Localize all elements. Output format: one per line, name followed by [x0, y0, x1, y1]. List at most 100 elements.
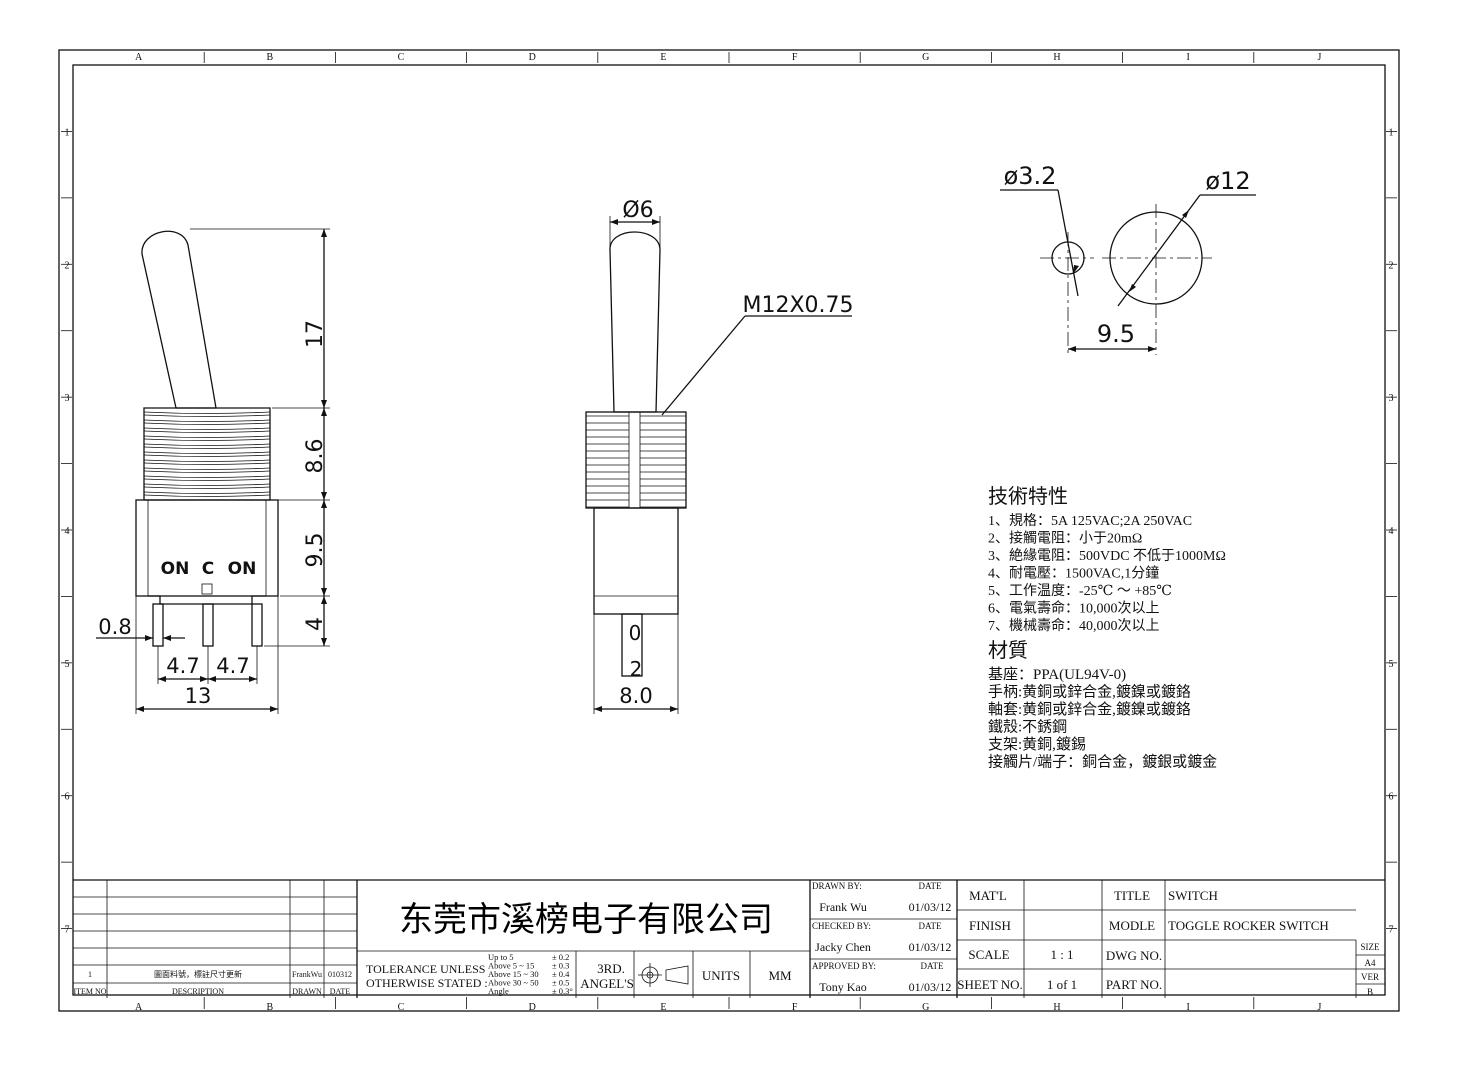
grid-col-i: I: [1187, 52, 1190, 63]
scale-label: SCALE: [968, 947, 1009, 962]
tolerance-value: ± 0.4: [552, 969, 570, 979]
material-item: 基座：PPA(UL94V-0): [988, 666, 1126, 683]
title-label: TITLE: [1114, 888, 1150, 903]
dim-0: 0: [629, 621, 642, 645]
grid-row-6: 6: [65, 792, 70, 803]
approved-date-label: DATE: [921, 961, 944, 971]
rev-item-no: 1: [88, 970, 92, 979]
matl-label: MAT'L: [969, 888, 1007, 903]
ver-value: B: [1367, 987, 1373, 997]
revision-table: 1 圖面料號，標註尺寸更新 FrankWu 010312 ITEM NO DES…: [73, 880, 358, 998]
inner-border: [72, 64, 1386, 996]
dim-0-8: 0.8: [98, 615, 131, 639]
approved-by-label: APPROVED BY:: [812, 961, 876, 971]
grid-col-i: I: [1187, 1002, 1190, 1013]
dim-dia-6: Ø6: [622, 198, 653, 223]
tech-item: 3、絶緣電阻：500VDC 不低于1000MΩ: [988, 548, 1226, 564]
material-item: 軸套:黄銅或鋅合金,鍍鎳或鍍鉻: [988, 700, 1191, 718]
tech-item: 7、機械壽命：40,000次以上: [988, 617, 1160, 634]
tolerance-range: Above 5 ~ 15: [488, 961, 534, 971]
body-front: [593, 507, 679, 615]
terminal-center: [202, 603, 214, 647]
tolerance-range: Up to 5: [488, 952, 514, 962]
hdr-date: DATE: [330, 987, 351, 996]
drawn-date-label: DATE: [919, 881, 942, 891]
units-label: UNITS: [702, 968, 740, 983]
grid-row-2: 2: [65, 260, 70, 271]
threaded-bushing: [143, 407, 271, 501]
grid-row-7: 7: [65, 925, 70, 936]
grid-row-4: 4: [65, 526, 70, 537]
grid-col-d: D: [529, 1002, 536, 1013]
tolerance-value: ± 0.2: [552, 952, 569, 962]
part-label: PART NO.: [1106, 977, 1162, 992]
size-label: SIZE: [1361, 942, 1381, 952]
hdr-drawn: DRAWN: [292, 987, 322, 996]
checked-by-label: CHECKED BY:: [812, 921, 871, 931]
tolerance-range: Angle: [488, 986, 509, 996]
grid-row-6: 6: [1389, 792, 1394, 803]
model-label: MODLE: [1109, 918, 1155, 933]
rev-description: 圖面料號，標註尺寸更新: [154, 969, 242, 979]
third-angle-projection-symbol: [638, 963, 689, 987]
dim-8-0: 8.0: [619, 684, 652, 708]
dim-9-5-side: 9.5: [303, 533, 328, 568]
grid-col-d: D: [529, 52, 536, 63]
material-item: 支架:黄銅,鍍錫: [988, 736, 1086, 753]
hdr-item-no: ITEM NO: [73, 987, 106, 996]
material-item: 接觸片/端子：銅合金，鍍銀或鍍金: [988, 754, 1217, 771]
grid-row-5: 5: [1389, 659, 1394, 670]
tech-item: 6、電氣壽命：10,000次以上: [988, 600, 1160, 617]
drawn-by-label: DRAWN BY:: [812, 881, 862, 891]
tolerance-value: ± 0.3°: [552, 986, 573, 996]
sheet-label: SHEET NO.: [957, 977, 1022, 992]
grid-row-2: 2: [1389, 260, 1394, 271]
grid-col-j: J: [1317, 1002, 1321, 1013]
grid-row-1: 1: [65, 127, 70, 138]
model-value: TOGGLE ROCKER SWITCH: [1168, 918, 1329, 933]
label-on-left: ON: [161, 559, 190, 579]
tech-item: 1、規格：5A 125VAC;2A 250VAC: [988, 513, 1192, 529]
tolerance-value: ± 0.3: [552, 961, 569, 971]
tech-item: 4、耐電壓：1500VAC,1分鐘: [988, 565, 1159, 582]
dim-8-6: 8.6: [303, 439, 328, 474]
terminal-front: [621, 613, 643, 677]
rev-date: 010312: [328, 970, 352, 979]
side-view: ON C ON 17 8.6 9.5 4 0.8 4.7 4.7 13: [96, 228, 330, 714]
dim-17: 17: [303, 320, 328, 348]
checked-date: 01/03/12: [909, 940, 952, 954]
grid-col-b: B: [266, 52, 273, 63]
tolerance-value: ± 0.5: [552, 978, 569, 988]
dwg-label: DWG NO.: [1106, 948, 1162, 963]
size-value: A4: [1365, 958, 1376, 968]
drawn-date: 01/03/12: [909, 900, 952, 914]
checked-date-label: DATE: [919, 921, 942, 931]
grid-row-7: 7: [1389, 925, 1394, 936]
grid-col-j: J: [1317, 52, 1321, 63]
front-view: Ø6 M12X0.75 0 2 8.0: [585, 198, 854, 714]
grid-row-1: 1: [1389, 127, 1394, 138]
ver-label: VER: [1361, 972, 1379, 982]
dim-4: 4: [303, 617, 328, 631]
material-item: 手柄:黄銅或鋅合金,鍍鎳或鍍鉻: [988, 683, 1191, 701]
tech-item: 5、工作温度：-25℃ ～ +85℃: [988, 583, 1172, 599]
units-value: MM: [768, 968, 792, 983]
grid-col-a: A: [135, 52, 143, 63]
grid-row-3: 3: [1389, 393, 1394, 404]
scale-value: 1 : 1: [1050, 947, 1073, 962]
checked-by: Jacky Chen: [815, 940, 871, 954]
dim-4-7-left: 4.7: [166, 654, 199, 678]
grid-row-5: 5: [65, 659, 70, 670]
projection-1: 3RD.: [597, 961, 625, 976]
toggle-lever: [141, 230, 217, 409]
grid-col-c: C: [398, 52, 405, 63]
finish-label: FINISH: [969, 918, 1011, 933]
thread-spec: M12X0.75: [742, 293, 853, 318]
dim-4-7-right: 4.7: [216, 654, 249, 678]
material-item: 鐵殼:不銹鋼: [988, 718, 1067, 736]
company-name: 东莞市溪榜电子有限公司: [399, 901, 773, 939]
tech-item: 2、接觸電阻：小于20mΩ: [988, 530, 1142, 547]
bushing-front: [585, 411, 687, 509]
